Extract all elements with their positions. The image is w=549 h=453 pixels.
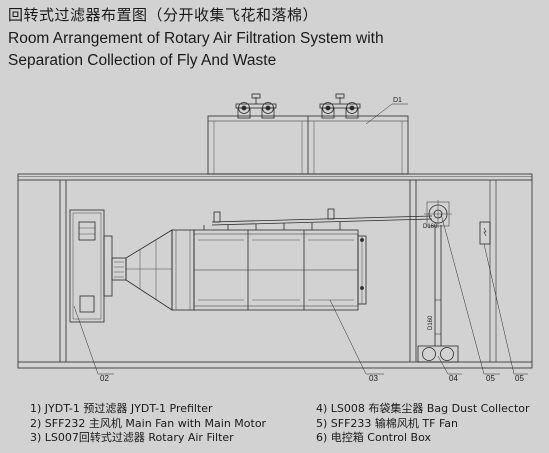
title-english-line-2: Separation Collection of Fly And Waste — [8, 52, 277, 69]
legend-item-main-fan: 2) SFF232 主风机 Main Fan with Main Motor — [30, 416, 267, 430]
label-03: 03 — [369, 374, 378, 383]
legend-item-bag-dust-collector: 4) LS008 布袋集尘器 Bag Dust Collector — [316, 402, 530, 415]
label-d160-top: D160 — [423, 224, 438, 230]
legend-item-tf-fan: 5) SFF233 输棉风机 TF Fan — [316, 416, 458, 430]
label-04: 04 — [449, 374, 458, 383]
legend-item-rotary-filter: 3) LS007回转式过滤器 Rotary Air Filter — [30, 431, 234, 444]
legend-item-prefilter: 1) JYDT-1 预过滤器 JYDT-1 Prefilter — [30, 402, 213, 415]
control-box — [479, 221, 491, 245]
legend-left: 1) JYDT-1 预过滤器 JYDT-1 Prefilter 2) SFF23… — [30, 402, 266, 446]
legend-right: 4) LS008 布袋集尘器 Bag Dust Collector 5) SFF… — [316, 402, 530, 446]
label-05-right: 05 — [515, 374, 524, 383]
title-english-line-1: Room Arrangement of Rotary Air Filtratio… — [8, 30, 384, 47]
main-fan — [69, 209, 195, 323]
label-02: 02 — [100, 374, 109, 383]
legend-item-control-box: 6) 电控箱 Control Box — [316, 431, 431, 444]
tf-fan-duct — [424, 200, 452, 346]
bag-dust-collector — [207, 93, 409, 175]
title-chinese: 回转式过滤器布置图（分开收集飞花和落棉） — [8, 6, 319, 24]
rotary-air-filter — [193, 208, 433, 311]
waste-collector — [417, 345, 459, 363]
label-05-left: 05 — [486, 374, 495, 383]
leader-lines — [73, 213, 528, 375]
room-outline — [17, 173, 533, 369]
label-d1: D1 — [393, 97, 402, 104]
label-d160-vertical: D160 — [428, 315, 434, 330]
